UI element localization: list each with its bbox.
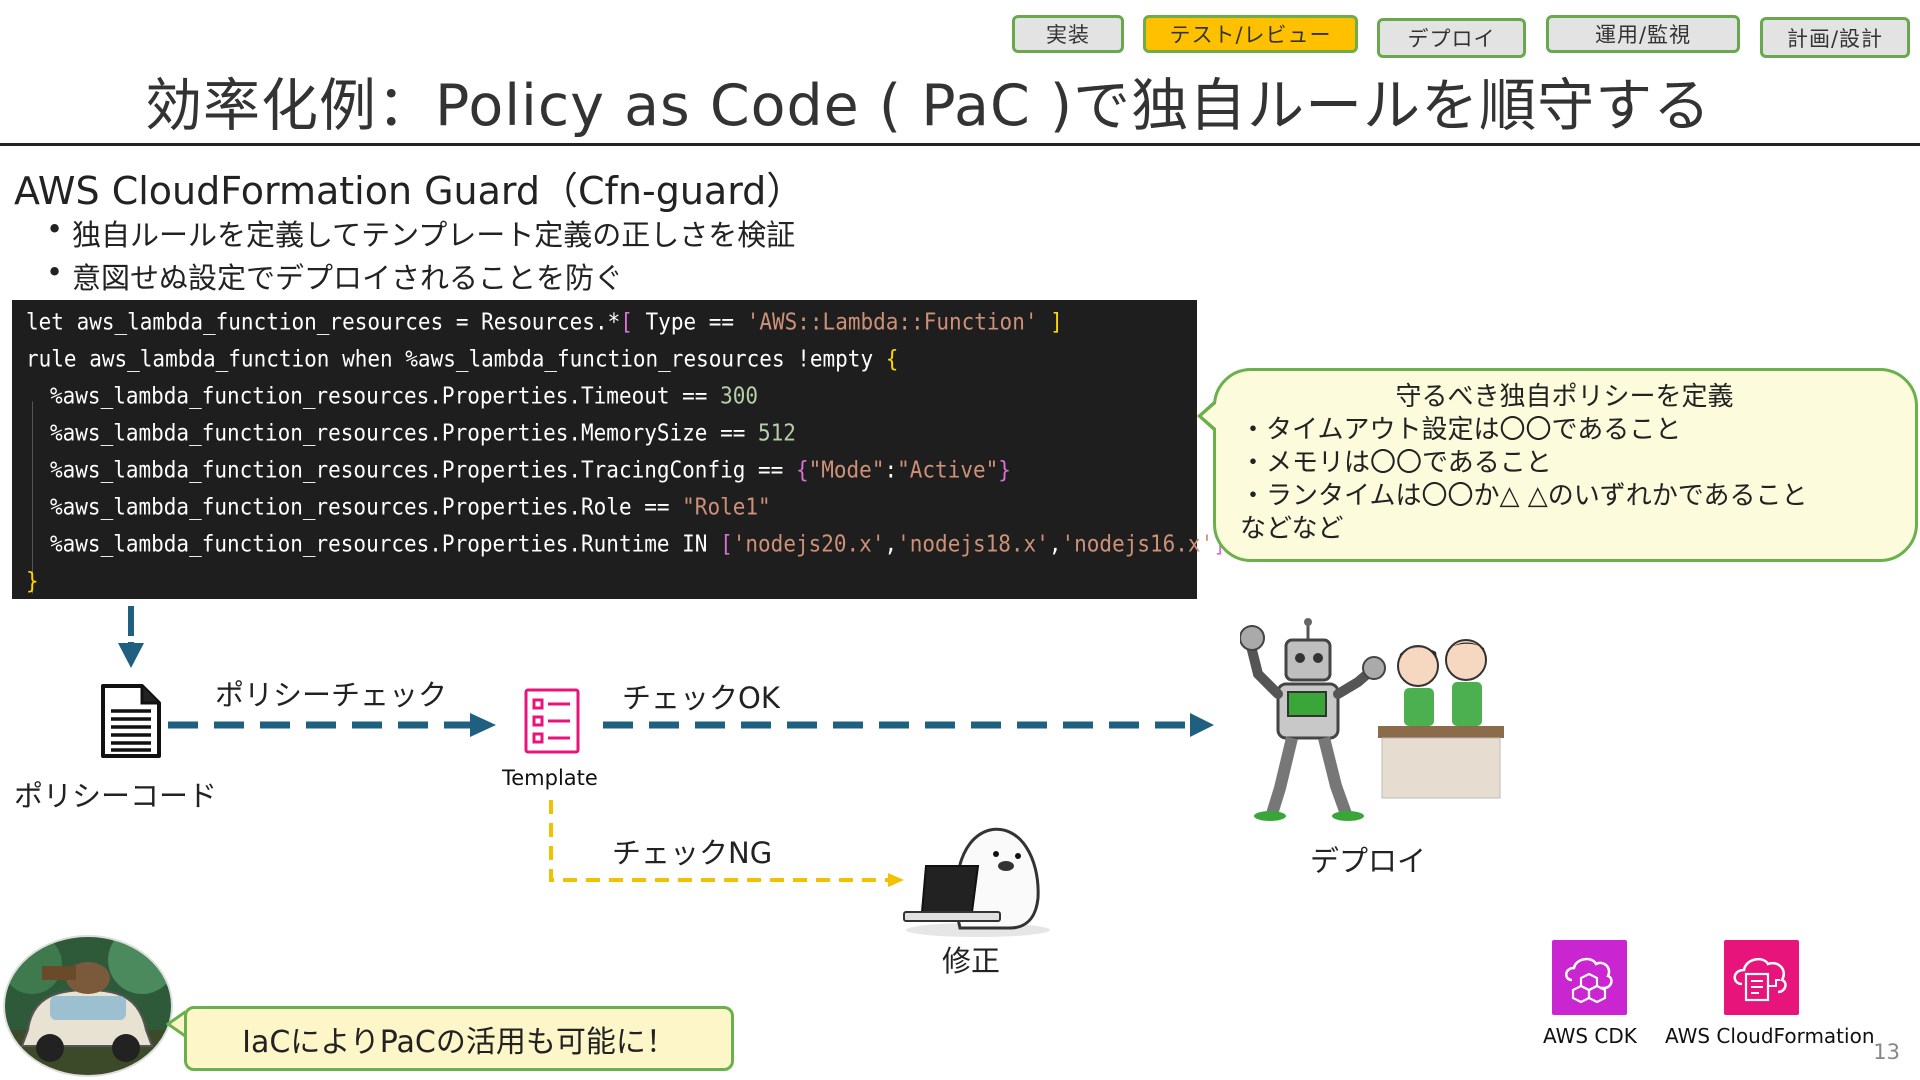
template-label: Template (502, 766, 598, 790)
avatar (3, 935, 173, 1077)
bullet-item: 意図せぬ設定でデプロイされることを防ぐ (46, 255, 623, 297)
bullet-item: 独自ルールを定義してテンプレート定義の正しさを検証 (46, 212, 795, 254)
code-line: %aws_lambda_function_resources.Propertie… (32, 494, 771, 554)
deploy-label: デプロイ (1310, 844, 1427, 878)
callout-tail-inner (1202, 402, 1218, 430)
code-line: let aws_lambda_function_resources = Reso… (26, 309, 1063, 335)
fix-label: 修正 (942, 944, 1001, 978)
code-line: %aws_lambda_function_resources.Propertie… (32, 531, 1226, 591)
policy-callout: 守るべき独自ポリシーを定義 ・タイムアウト設定は〇〇であること ・メモリは〇〇で… (1213, 368, 1918, 562)
check-ok-arrow (603, 713, 1214, 737)
code-line: %aws_lambda_function_resources.Propertie… (32, 383, 759, 443)
page-number: 13 (1873, 1040, 1900, 1064)
tab-implementation[interactable]: 実装 (1012, 15, 1124, 53)
code-line: rule aws_lambda_function when %aws_lambd… (26, 346, 899, 372)
template-icon (524, 688, 580, 754)
policy-document-icon (101, 684, 161, 758)
callout-line: ・タイムアウト設定は〇〇であること (1240, 415, 1682, 445)
check-ng-label: チェックNG (612, 836, 773, 870)
pac-message-bubble: IaCによりPaCの活用も可能に！ (184, 1006, 734, 1071)
tab-deploy[interactable]: デプロイ (1377, 18, 1526, 58)
code-line: %aws_lambda_function_resources.Propertie… (32, 420, 796, 480)
guard-rule-code-block: let aws_lambda_function_resources = Reso… (12, 300, 1226, 599)
code-line: } (26, 568, 39, 594)
tab-operation-monitoring[interactable]: 運用/監視 (1546, 15, 1740, 53)
policy-code-label: ポリシーコード (14, 779, 218, 813)
seal-with-laptop-illustration (903, 827, 1050, 937)
tab-plan-design[interactable]: 計画/設計 (1760, 17, 1910, 58)
title-divider (0, 143, 1920, 146)
aws-cdk-label: AWS CDK (1543, 1024, 1637, 1048)
policy-check-arrow (168, 713, 496, 737)
callout-line: ・メモリは〇〇であること (1240, 448, 1552, 478)
aws-cloudformation-label: AWS CloudFormation (1665, 1024, 1875, 1048)
aws-cdk-icon (1552, 940, 1627, 1015)
deploy-robot-illustration (1240, 618, 1504, 821)
down-arrow (118, 606, 144, 668)
code-line: %aws_lambda_function_resources.Propertie… (32, 457, 1011, 517)
callout-line: などなど (1240, 514, 1344, 544)
page-title: 効率化例：Policy as Code ( PaC )で独自ルールを順守する (145, 73, 1712, 139)
callout-line: ・ランタイムは〇〇か△ △のいずれかであること (1240, 481, 1808, 511)
callout-heading: 守るべき独自ポリシーを定義 (1395, 382, 1734, 412)
aws-cloudformation-icon (1724, 940, 1799, 1015)
check-ok-label: チェックOK (622, 681, 780, 715)
check-ng-arrow (549, 800, 904, 887)
tab-test-review[interactable]: テスト/レビュー (1143, 15, 1358, 53)
section-heading: AWS CloudFormation Guard（Cfn-guard） (14, 169, 805, 213)
policy-check-label: ポリシーチェック (215, 678, 448, 712)
